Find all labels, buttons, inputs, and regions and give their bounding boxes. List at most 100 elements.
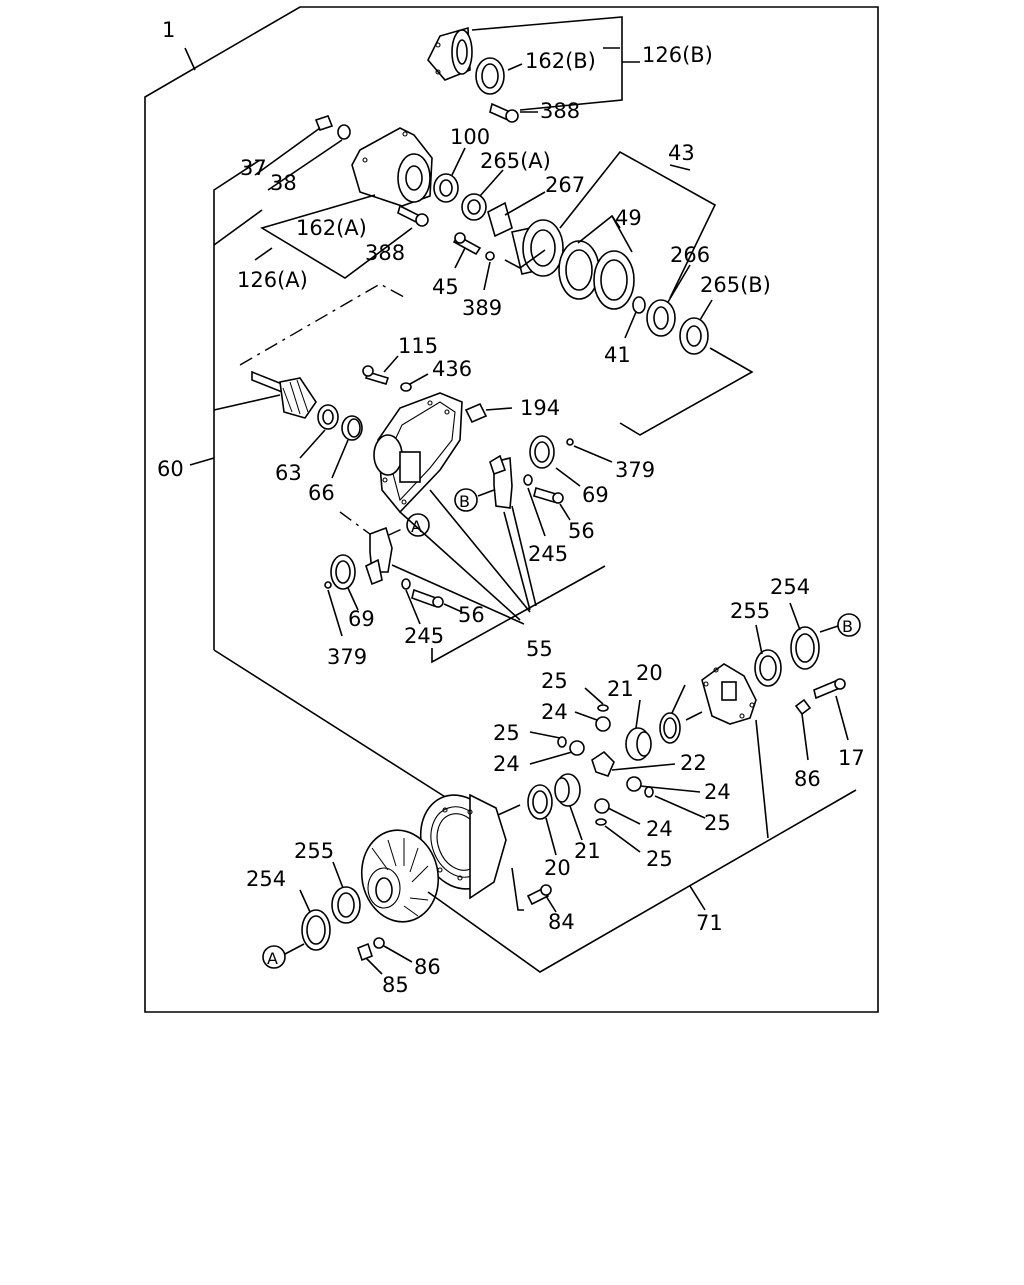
nut-37 [314, 115, 334, 131]
bolt-115 [362, 365, 390, 385]
washer-245-lower [401, 578, 411, 590]
bracket-126a [260, 194, 413, 279]
bolt-388-upper [489, 102, 519, 123]
callout-63: 63 [275, 461, 302, 485]
pinion-gear-24d [594, 798, 610, 814]
bracket-60 [213, 159, 261, 650]
callout-24-b: 24 [493, 752, 520, 776]
diff-case-71-left [360, 829, 440, 923]
callout-71: 71 [696, 911, 723, 935]
washer-86-left [373, 937, 385, 949]
callout-41: 41 [604, 343, 631, 367]
callout-265b: 265(B) [700, 273, 771, 297]
bearing-cap-a [365, 526, 393, 586]
bearing-265a [461, 193, 487, 221]
marker-B-lower: B [842, 617, 853, 636]
callout-25-d: 25 [646, 847, 673, 871]
thrust-washer-20-lower [527, 784, 553, 820]
callout-162a: 162(A) [296, 216, 367, 240]
callout-84: 84 [548, 910, 575, 934]
thrust-washer-20-upper [659, 712, 681, 744]
ring-gear [419, 793, 507, 900]
washer-25a [597, 704, 609, 712]
bearing-255-left [331, 886, 361, 924]
callout-21-lower: 21 [574, 839, 601, 863]
oring-41 [632, 296, 646, 314]
bracket-71 [427, 789, 857, 973]
marker-A-lower: A [267, 949, 278, 968]
adjust-nut-69-upper [529, 435, 555, 469]
callout-25-b: 25 [493, 721, 520, 745]
callout-60: 60 [157, 457, 184, 481]
washer-38 [337, 124, 351, 140]
bolt-84 [526, 884, 552, 906]
washer-25d [595, 818, 607, 826]
callout-379-upper: 379 [615, 458, 655, 482]
callout-69-lower: 69 [348, 607, 375, 631]
bolt-56-lower [411, 588, 444, 608]
bearing-265b [679, 317, 709, 355]
callout-17: 17 [838, 746, 865, 770]
callout-266: 266 [670, 243, 710, 267]
plug-194 [464, 402, 488, 424]
callout-25-a: 25 [541, 669, 568, 693]
bearing-race-254-right [790, 626, 820, 670]
callout-436: 436 [432, 357, 472, 381]
bracket-126b [471, 16, 623, 111]
companion-flange-b [427, 26, 473, 81]
bearing-100 [433, 173, 459, 203]
washer-25b [557, 736, 567, 748]
callout-56-lower: 56 [458, 603, 485, 627]
pinion-gear-24b [569, 740, 585, 756]
bearing-255-right [754, 649, 782, 687]
callout-265a: 265(A) [480, 149, 551, 173]
leader-1 [184, 47, 196, 71]
callout-86-left: 86 [414, 955, 441, 979]
bolt-45 [452, 232, 482, 256]
callout-245-upper: 245 [528, 542, 568, 566]
cross-shaft-22 [591, 750, 615, 777]
bearing-race-266 [646, 299, 676, 337]
drive-pinion [251, 370, 317, 419]
bracket-245-56 [431, 565, 606, 664]
callout-267: 267 [545, 173, 585, 197]
lock-pin-379-lower [324, 581, 332, 589]
adjust-nut-69-lower [330, 554, 356, 590]
callout-38: 38 [270, 171, 297, 195]
bearing-retainer-43 [511, 219, 564, 277]
callout-389: 389 [462, 296, 502, 320]
callout-24-a: 24 [541, 700, 568, 724]
callout-20-upper: 20 [636, 661, 663, 685]
callout-49: 49 [615, 206, 642, 230]
washer-436 [400, 382, 412, 392]
callout-21-upper: 21 [607, 677, 634, 701]
pinion-axis-line [239, 283, 405, 366]
callout-24-d: 24 [646, 817, 673, 841]
callout-37: 37 [240, 156, 267, 180]
callout-56-upper: 56 [568, 519, 595, 543]
marker-B-upper: B [459, 492, 470, 511]
shim-49b [593, 250, 635, 310]
callout-24-c: 24 [704, 780, 731, 804]
bearing-race-254-left [301, 909, 331, 951]
callout-66: 66 [308, 481, 335, 505]
washer-245-upper [523, 474, 533, 486]
callout-20-lower: 20 [544, 856, 571, 880]
bolt-17 [813, 678, 846, 700]
shim-49a [558, 240, 600, 300]
callout-85: 85 [382, 973, 409, 997]
spacer-267 [487, 201, 513, 238]
assembly-frame [144, 6, 879, 1013]
callout-162b: 162(B) [525, 49, 596, 73]
callout-194: 194 [520, 396, 560, 420]
washer-86-right [794, 698, 812, 716]
callout-100: 100 [450, 125, 490, 149]
washer-25c [644, 786, 654, 798]
callout-25-c: 25 [704, 811, 731, 835]
callout-43: 43 [668, 141, 695, 165]
washer-389 [485, 251, 495, 261]
callout-126a: 126(A) [237, 268, 308, 292]
callout-255-right: 255 [730, 599, 770, 623]
side-gear-21-upper [625, 727, 652, 761]
